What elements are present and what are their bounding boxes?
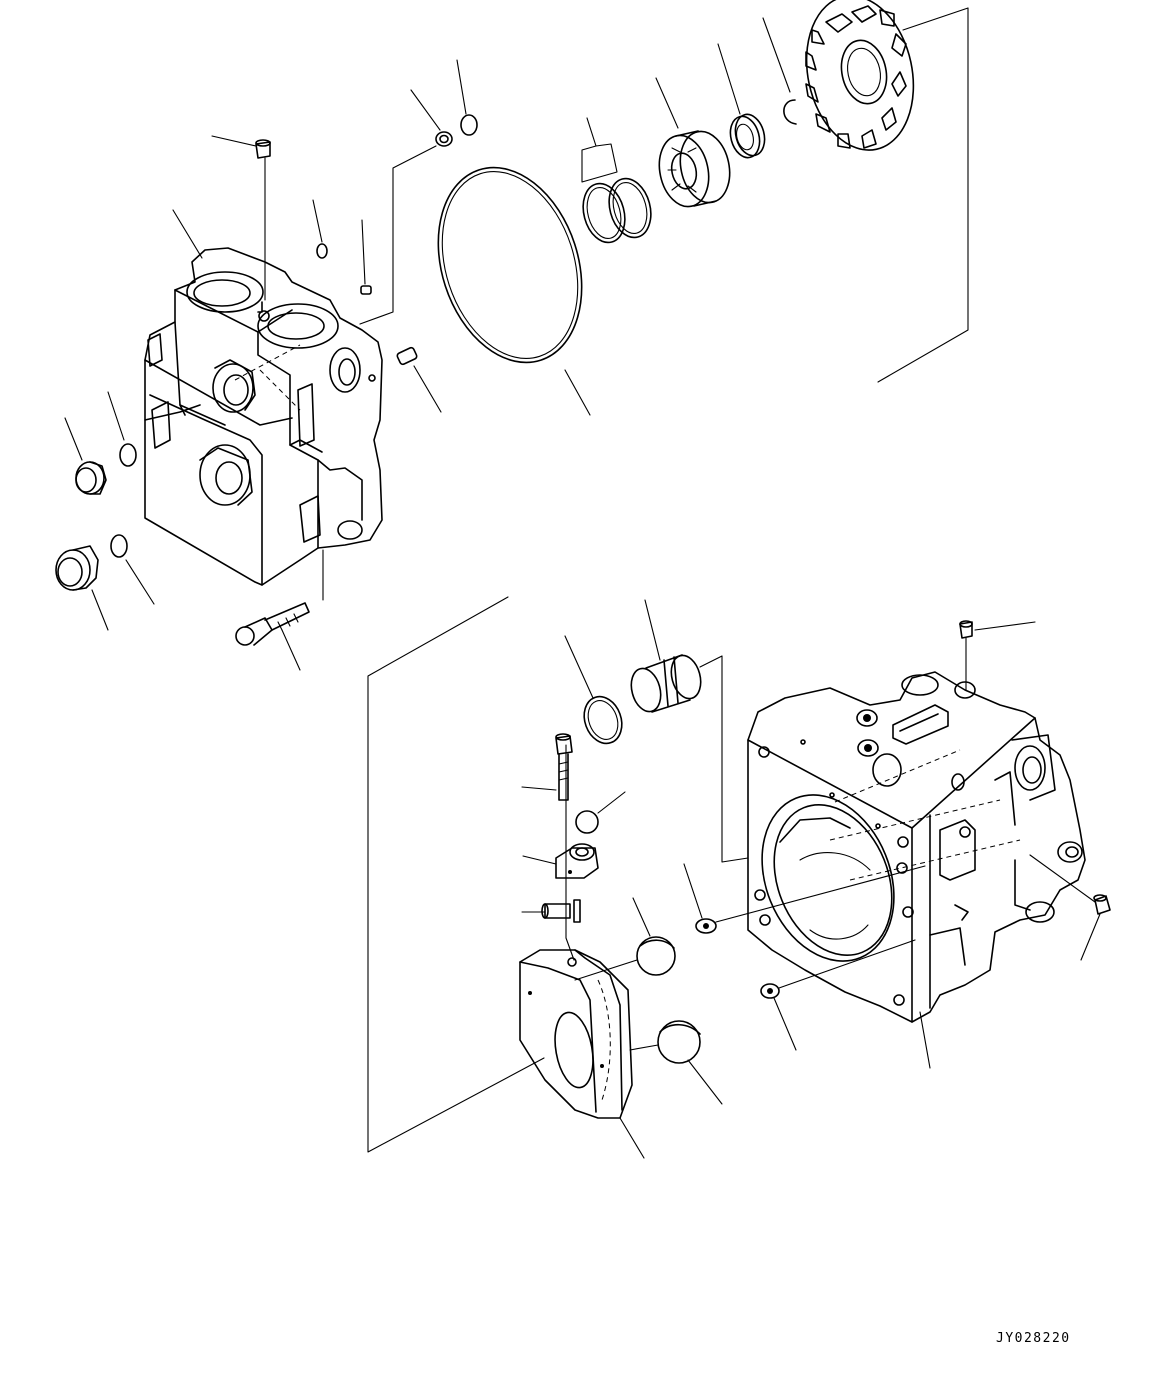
leader-pin-servo-up bbox=[565, 937, 575, 961]
cap-screw-case-top bbox=[959, 620, 1036, 691]
leader-case bbox=[919, 1011, 931, 1069]
ball-upper bbox=[574, 897, 676, 981]
ball-lower bbox=[629, 1020, 723, 1105]
snap-ring-pair bbox=[581, 117, 652, 244]
cap-screw-top-left bbox=[211, 135, 271, 301]
o-ring-small-a bbox=[312, 199, 328, 259]
end-cap-assembly bbox=[144, 247, 383, 586]
pin-a bbox=[360, 219, 372, 295]
leader-end-cap bbox=[172, 209, 203, 259]
plug-large bbox=[55, 545, 109, 631]
seal-ring bbox=[717, 43, 766, 159]
pump-case bbox=[747, 671, 1086, 1023]
ball-small bbox=[575, 791, 626, 834]
cradle bbox=[519, 949, 645, 1159]
servo-guide bbox=[522, 843, 599, 879]
o-ring-bushing bbox=[564, 635, 623, 745]
leader-cradle-box bbox=[367, 596, 545, 1153]
o-ring-lower bbox=[110, 534, 155, 605]
pin-servo bbox=[521, 744, 581, 939]
gasket-large-o-ring bbox=[437, 166, 591, 416]
plug-case-right bbox=[1029, 854, 1111, 961]
o-ring-c-clip bbox=[762, 17, 797, 125]
plug-case-bottom bbox=[760, 939, 916, 1051]
plug-small bbox=[64, 417, 107, 495]
cap-screw-bolt bbox=[235, 549, 324, 671]
plug-case-left bbox=[683, 863, 926, 934]
nut-upper bbox=[359, 89, 453, 325]
bolt-servo bbox=[521, 733, 573, 801]
bushing bbox=[630, 599, 749, 863]
o-ring-upper bbox=[456, 59, 478, 136]
drawing-code: JY028220 bbox=[996, 1331, 1071, 1346]
o-ring-port bbox=[107, 391, 137, 467]
pin-b bbox=[396, 346, 442, 413]
bearing bbox=[655, 77, 731, 208]
valve-plate bbox=[805, 0, 969, 383]
